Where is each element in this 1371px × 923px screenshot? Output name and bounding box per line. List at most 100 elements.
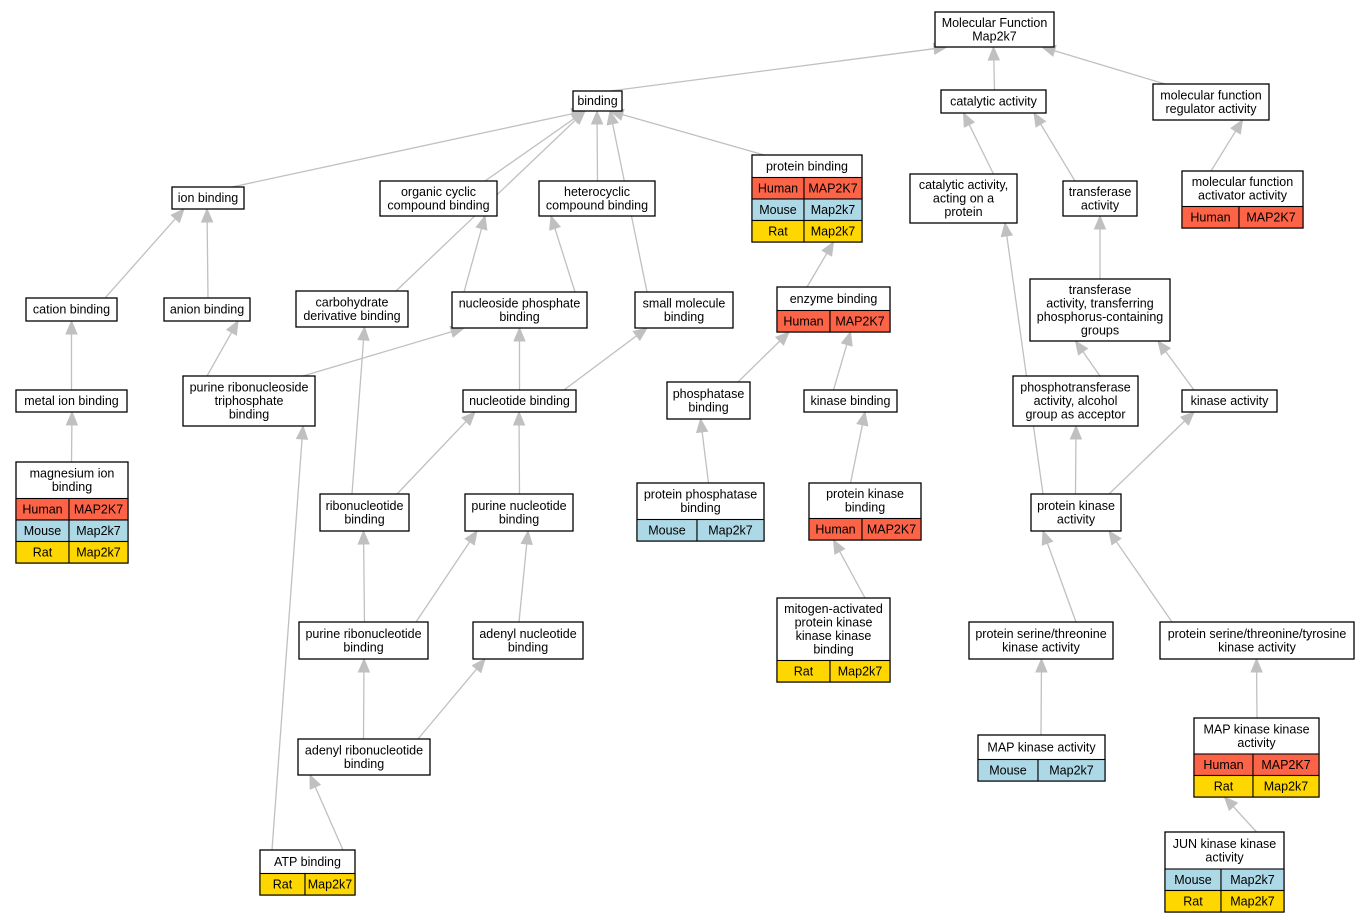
gene-cell <box>1252 774 1320 798</box>
edge-arrowhead <box>632 327 649 342</box>
gene-label: Map2k7 <box>1230 873 1275 887</box>
edge-line <box>518 543 528 623</box>
edge-arrowhead <box>606 109 619 126</box>
edge-arrowhead <box>461 411 476 427</box>
edge-line <box>1054 50 1166 85</box>
species-label: Mouse <box>24 524 62 538</box>
edge-line <box>563 335 637 391</box>
edge-arrowhead <box>590 109 604 125</box>
edge-arrowhead <box>821 240 835 257</box>
edge-arrowhead <box>357 325 370 341</box>
node-label: metal ion binding <box>24 394 119 408</box>
gene-label: MAP2K7 <box>808 182 857 196</box>
gene-label: Map2k7 <box>708 524 753 538</box>
node-box <box>182 375 316 427</box>
gene-label: MAP2K7 <box>74 503 123 517</box>
go-term-node[interactable]: nucleotide binding <box>462 389 577 413</box>
go-term-node[interactable]: kinase binding <box>803 389 898 413</box>
gene-label: Map2k7 <box>811 225 856 239</box>
node-box <box>1029 278 1171 342</box>
go-term-node[interactable]: metal ion binding <box>15 389 128 413</box>
node-box <box>1030 493 1122 532</box>
species-label: Human <box>815 523 855 537</box>
node-box <box>666 381 751 420</box>
go-term-node[interactable]: protein serine/threonine/tyrosinekinase … <box>1159 621 1355 660</box>
gene-label: MAP2K7 <box>1261 758 1310 772</box>
node-label: nucleoside phosphate <box>459 296 581 310</box>
edge-line <box>231 113 573 188</box>
node-label: activity, transferring <box>1046 296 1153 310</box>
edge-line <box>415 541 471 623</box>
node-label: ribonucleotide <box>326 499 404 513</box>
node-label: Molecular Function <box>942 16 1048 30</box>
node-label: protein serine/threonine <box>975 627 1106 641</box>
go-term-node[interactable]: anion binding <box>163 297 251 322</box>
go-term-node[interactable]: catalytic activity <box>940 89 1047 114</box>
edge-line <box>839 551 866 599</box>
go-term-node[interactable]: binding <box>572 90 623 112</box>
gene-label: MAP2K7 <box>867 523 916 537</box>
node-label: organic cyclic <box>401 185 476 199</box>
edge-arrowhead <box>962 111 976 128</box>
edge-line <box>968 124 995 175</box>
go-term-node[interactable]: cation binding <box>25 297 118 322</box>
edge-line <box>1040 123 1076 182</box>
edge-arrowhead <box>475 214 488 231</box>
node-label: catalytic activity, <box>919 178 1008 192</box>
edge-arrowhead <box>1041 529 1054 546</box>
node-label: cation binding <box>33 303 110 317</box>
node-label: protein kinase <box>826 487 904 501</box>
gene-cell <box>68 540 129 564</box>
node-label: kinase activity <box>1218 640 1297 654</box>
node-box <box>298 621 429 660</box>
node-label: kinase activity <box>1002 640 1081 654</box>
gene-cell <box>829 659 891 683</box>
edge-line <box>609 48 935 92</box>
species-label: Rat <box>1214 780 1234 794</box>
node-label: magnesium ion <box>30 467 115 481</box>
node-label: adenyl ribonucleotide <box>305 743 423 757</box>
edge-arrowhead <box>295 424 309 440</box>
edge-arrowhead <box>170 208 185 224</box>
edge-line <box>806 252 828 288</box>
edge-line <box>1082 351 1101 377</box>
node-label: kinase activity <box>1191 394 1270 408</box>
node-label: binding <box>664 310 704 324</box>
go-term-node[interactable]: kinase activity <box>1181 389 1278 413</box>
edge-line <box>622 113 765 156</box>
node-label: protein <box>944 205 982 219</box>
edge-line <box>1108 420 1186 495</box>
go-term-node[interactable]: ion binding <box>171 186 245 210</box>
